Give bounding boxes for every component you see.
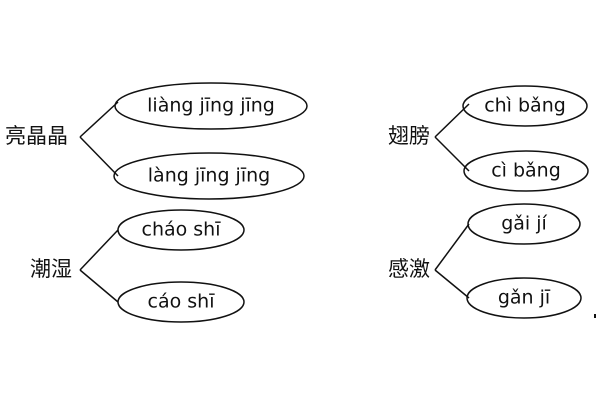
option-ellipse[interactable] xyxy=(117,281,245,323)
option-ellipse[interactable] xyxy=(462,85,588,127)
pinyin-option[interactable]: làng jīng jīng xyxy=(147,164,271,187)
pinyin-option[interactable]: chì bǎng xyxy=(484,94,566,117)
connector-line xyxy=(434,269,470,299)
chinese-word: 翅膀 xyxy=(388,124,430,148)
connector-line xyxy=(79,101,119,138)
option-ellipse[interactable] xyxy=(466,277,582,319)
chinese-word: 感激 xyxy=(388,257,430,281)
connector-line xyxy=(79,269,119,303)
chinese-word: 亮晶晶 xyxy=(5,124,68,148)
pinyin-option[interactable]: liàng jīng jīng xyxy=(147,94,275,117)
connector-line xyxy=(79,229,119,271)
option-ellipse[interactable] xyxy=(467,203,581,245)
pinyin-option[interactable]: cì bǎng xyxy=(491,159,561,182)
option-ellipse[interactable] xyxy=(463,150,589,192)
option-ellipse[interactable] xyxy=(117,209,245,251)
connector-line xyxy=(79,136,119,177)
edge-mark xyxy=(594,314,596,318)
option-ellipse[interactable] xyxy=(113,152,305,200)
connector-line xyxy=(434,136,470,172)
pinyin-option[interactable]: cáo shī xyxy=(147,290,215,313)
pinyin-option[interactable]: gǎn jī xyxy=(497,286,551,309)
pinyin-option[interactable]: cháo shī xyxy=(141,218,221,241)
option-ellipse[interactable] xyxy=(114,82,308,130)
connector-line xyxy=(434,223,470,271)
chinese-word: 潮湿 xyxy=(30,257,72,281)
pinyin-option[interactable]: gǎi jí xyxy=(501,212,547,235)
